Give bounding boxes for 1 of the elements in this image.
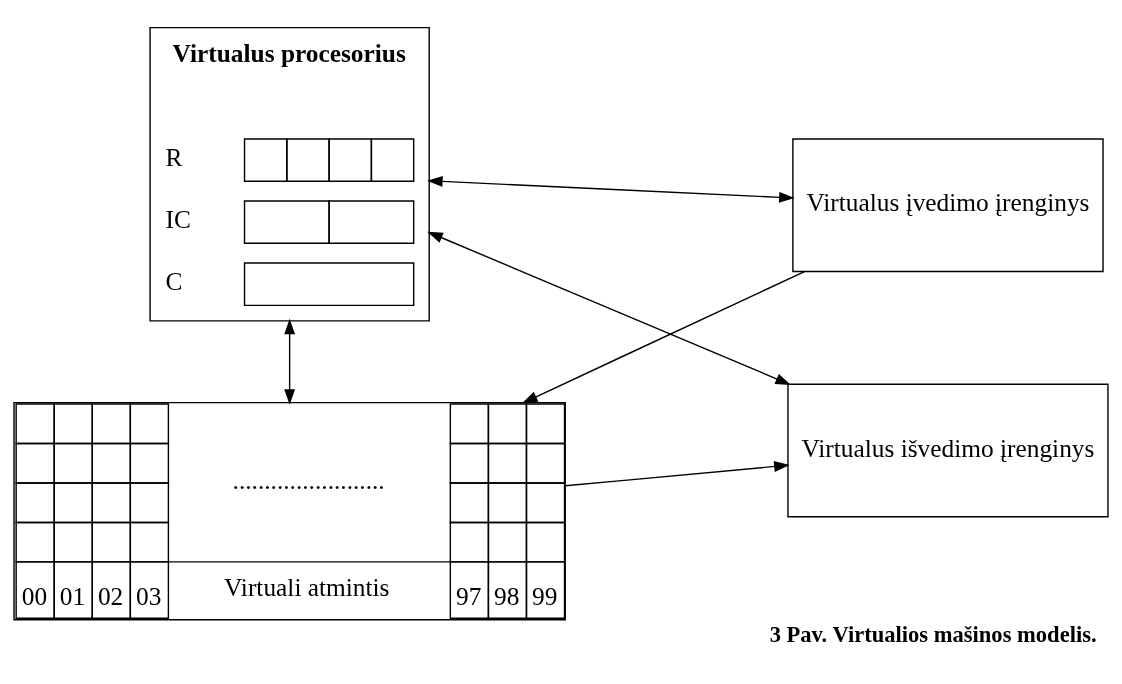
caption: 3 Pav. Virtualios mašinos modelis.	[769, 621, 1097, 647]
